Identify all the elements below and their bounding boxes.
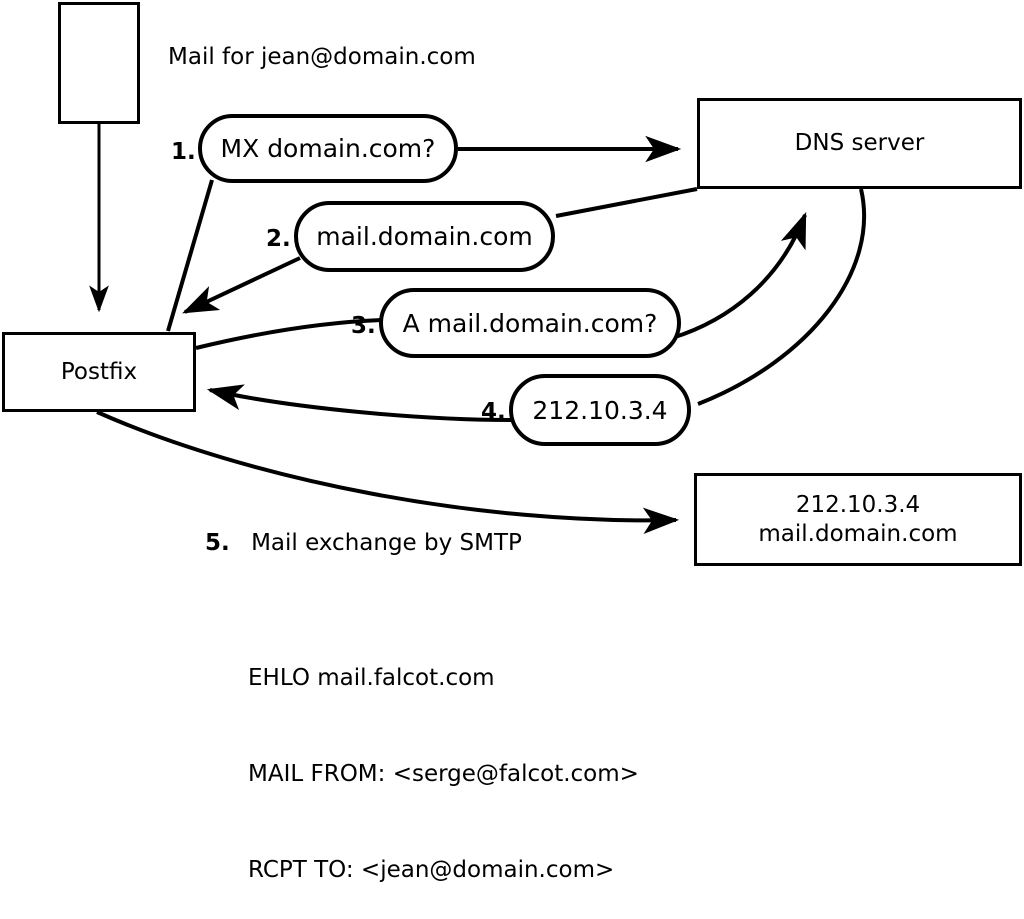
step-5-label: 5. Mail exchange by SMTP <box>205 530 522 556</box>
step-1-bubble[interactable]: MX domain.com? <box>198 114 458 183</box>
mail-server-node[interactable]: 212.10.3.4 mail.domain.com <box>694 473 1022 566</box>
step-2-bubble-label: mail.domain.com <box>316 222 533 251</box>
step-4-number: 4. <box>481 399 506 425</box>
step-2-bubble[interactable]: mail.domain.com <box>294 201 555 272</box>
arrow-step-5 <box>96 410 680 535</box>
step-3-bubble[interactable]: A mail.domain.com? <box>379 288 681 358</box>
step-4-bubble-label: 212.10.3.4 <box>532 395 668 425</box>
step-4-bubble[interactable]: 212.10.3.4 <box>509 374 691 446</box>
arrow-step-3 <box>195 212 807 350</box>
mail-server-ip: 212.10.3.4 <box>795 491 921 518</box>
transcript-line: MAIL FROM: <serge@falcot.com> <box>248 761 639 787</box>
step-1-number: 1. <box>171 139 196 165</box>
postfix-label: Postfix <box>60 358 138 385</box>
postfix-node[interactable]: Postfix <box>2 332 196 412</box>
arrow-step-4 <box>206 188 867 422</box>
source-mail-box[interactable] <box>58 2 140 124</box>
step-2-number: 2. <box>266 226 291 252</box>
mail-server-hostname: mail.domain.com <box>758 520 958 547</box>
transcript-line: EHLO mail.falcot.com <box>248 665 495 691</box>
arrow-step-1 <box>166 135 682 332</box>
step-5-text: Mail exchange by SMTP <box>251 530 522 556</box>
mail-for-note: Mail for jean@domain.com <box>168 44 476 70</box>
step-3-bubble-label: A mail.domain.com? <box>402 308 658 338</box>
arrow-step-2 <box>182 187 698 314</box>
transcript-line: RCPT TO: <jean@domain.com> <box>248 857 615 883</box>
step-3-number: 3. <box>351 313 376 339</box>
dns-server-node[interactable]: DNS server <box>697 98 1022 189</box>
step-1-bubble-label: MX domain.com? <box>220 134 436 163</box>
dns-server-label: DNS server <box>794 130 925 157</box>
smtp-transcript: EHLO mail.falcot.com MAIL FROM: <serge@f… <box>248 598 639 919</box>
step-5-number: 5. <box>205 530 230 556</box>
